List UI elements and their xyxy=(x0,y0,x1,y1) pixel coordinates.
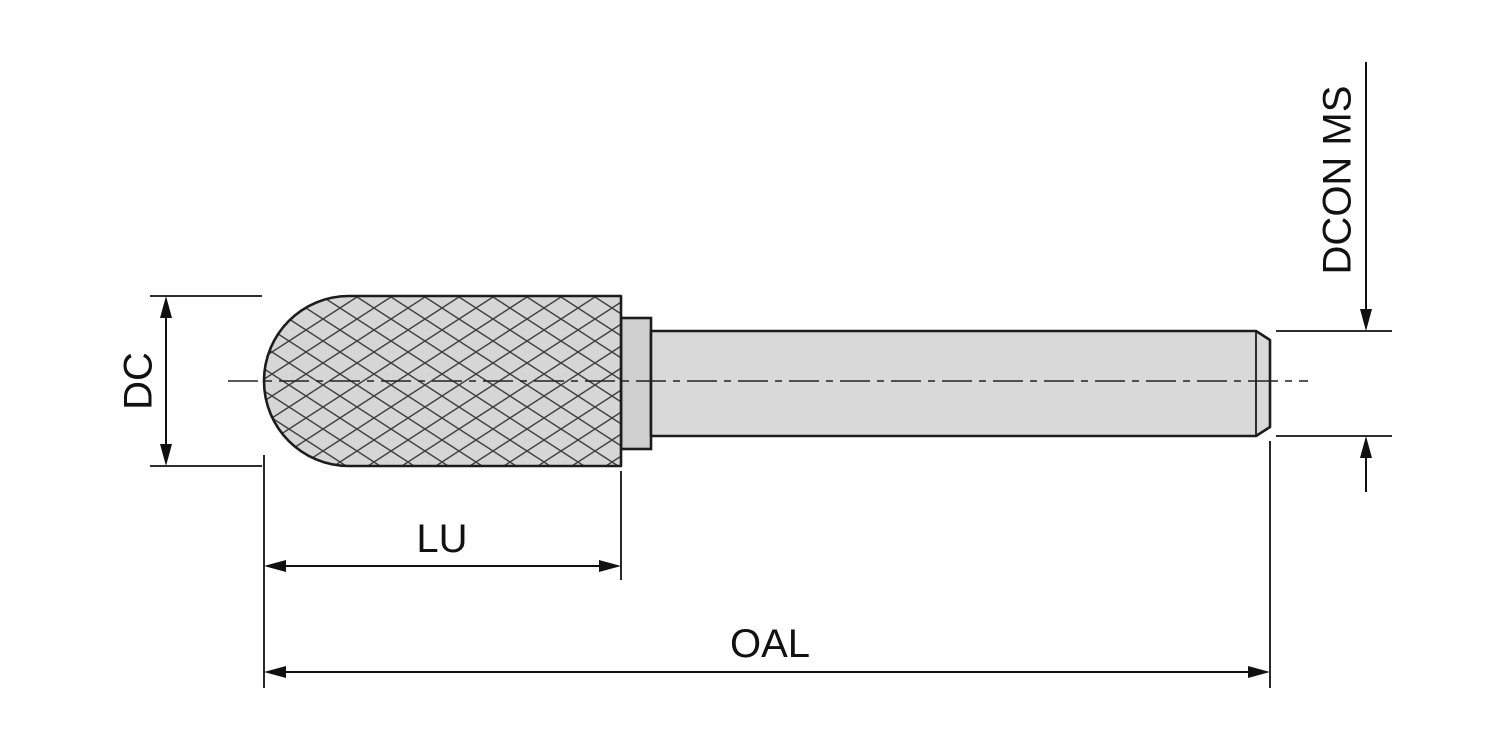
oal-dimension: OAL xyxy=(264,441,1271,688)
lu-dimension: LU xyxy=(263,455,622,688)
shank xyxy=(649,329,1272,438)
dcon-dimension: DCON MS xyxy=(1276,62,1392,492)
dc-arrow-up-icon xyxy=(160,296,172,318)
oal-label: OAL xyxy=(730,622,810,666)
dcon-arrow-down-icon xyxy=(1360,309,1372,331)
lu-label: LU xyxy=(416,517,467,561)
dcon-arrow-up-icon xyxy=(1360,436,1372,458)
dc-label: DC xyxy=(117,352,161,410)
dc-dimension: DC xyxy=(117,295,262,467)
lu-arrow-right-icon xyxy=(599,560,621,572)
oal-arrow-right-icon xyxy=(1248,666,1270,678)
dc-arrow-down-icon xyxy=(160,444,172,466)
cutting-head-outline xyxy=(262,294,623,468)
collar-step xyxy=(619,316,653,451)
oal-arrow-left-icon xyxy=(264,666,286,678)
dcon-label: DCON MS xyxy=(1316,86,1360,275)
lu-arrow-left-icon xyxy=(264,560,286,572)
